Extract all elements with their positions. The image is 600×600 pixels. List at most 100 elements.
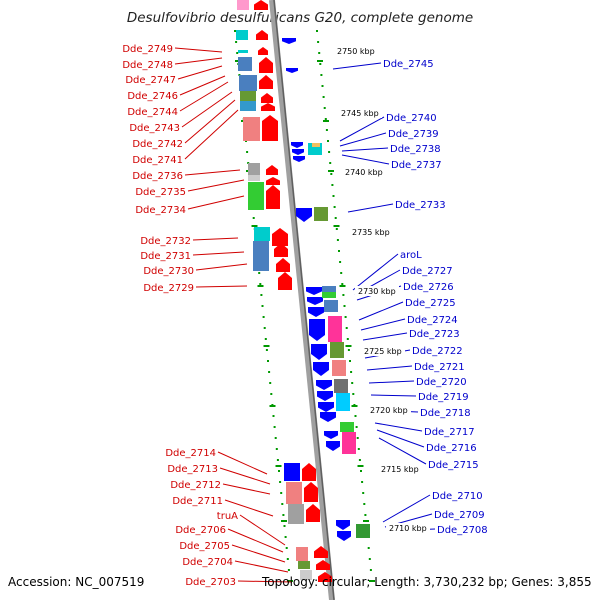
cog-block bbox=[328, 316, 342, 342]
gene-label-right: Dde_2737 bbox=[391, 160, 442, 171]
gene-label-right: Dde_2721 bbox=[414, 362, 465, 373]
tick-mark bbox=[369, 580, 375, 582]
tick-dot bbox=[369, 569, 372, 571]
forward-gene-arrow bbox=[276, 258, 290, 272]
reverse-gene-arrow bbox=[317, 391, 333, 401]
gene-label-right: Dde_2740 bbox=[386, 113, 437, 124]
gene-label-left: Dde_2734 bbox=[135, 205, 186, 216]
reverse-gene-arrow bbox=[306, 287, 322, 295]
reverse-gene-arrow bbox=[291, 142, 303, 148]
tick-dot bbox=[331, 184, 334, 186]
genome-info-text: Topology: circular; Length: 3,730,232 bp… bbox=[262, 575, 592, 589]
leader-line bbox=[339, 116, 385, 142]
tick-dot bbox=[287, 569, 290, 571]
tick-dot bbox=[286, 558, 289, 560]
leader-line bbox=[332, 62, 382, 70]
leader-line bbox=[341, 147, 389, 152]
cog-block bbox=[286, 482, 302, 504]
tick-dot bbox=[350, 371, 353, 373]
scale-label: 2730 kbp bbox=[358, 287, 396, 296]
cog-block bbox=[330, 342, 344, 358]
gene-label-right: Dde_2710 bbox=[432, 491, 483, 502]
scale-label-bg bbox=[349, 227, 393, 237]
tick-dot bbox=[282, 514, 285, 516]
tick-dot bbox=[263, 327, 266, 329]
cog-block bbox=[314, 207, 328, 221]
leader-line bbox=[237, 580, 293, 583]
tick-dot bbox=[358, 459, 361, 461]
leader-line bbox=[219, 467, 271, 485]
gene-label-left: Dde_2742 bbox=[132, 139, 183, 150]
reverse-gene-arrow bbox=[296, 208, 312, 222]
reverse-gene-arrow bbox=[292, 149, 304, 155]
tick-dot bbox=[274, 437, 277, 439]
leader-line bbox=[234, 560, 289, 573]
gene-label-right: Dde_2725 bbox=[405, 298, 456, 309]
tick-dot bbox=[367, 547, 370, 549]
tick-dot bbox=[279, 481, 282, 483]
leader-line bbox=[187, 179, 245, 192]
leader-line bbox=[184, 169, 241, 176]
gene-label-left: Dde_2744 bbox=[127, 107, 178, 118]
tick-mark bbox=[269, 405, 276, 407]
forward-gene-arrow bbox=[278, 272, 292, 290]
backbone-line bbox=[269, 0, 335, 600]
leader-line bbox=[174, 57, 223, 65]
scale-label-bg bbox=[338, 108, 382, 118]
cog-block bbox=[324, 300, 338, 312]
scale-label: 2750 kbp bbox=[337, 47, 375, 56]
gene-label-left: Dde_2741 bbox=[132, 155, 183, 166]
cog-block bbox=[237, 0, 249, 10]
cog-block bbox=[336, 393, 350, 411]
tick-mark bbox=[263, 345, 270, 347]
tick-dot bbox=[262, 316, 265, 318]
gene-label-right: Dde_2733 bbox=[395, 200, 446, 211]
tick-mark bbox=[251, 225, 258, 227]
tick-dot bbox=[328, 151, 331, 153]
gene-label-left: Dde_2747 bbox=[125, 75, 176, 86]
gene-label-left: Dde_2706 bbox=[175, 525, 226, 536]
tick-dot bbox=[346, 338, 349, 340]
leader-line bbox=[231, 544, 286, 563]
leader-line bbox=[217, 451, 268, 475]
cog-block bbox=[356, 524, 370, 538]
tick-dot bbox=[360, 470, 362, 472]
accession-text: Accession: NC_007519 bbox=[8, 575, 145, 589]
forward-gene-arrow bbox=[304, 482, 318, 502]
scale-label-bg bbox=[342, 167, 386, 177]
gene-label-right: Dde_2720 bbox=[416, 377, 467, 388]
forward-gene-arrow bbox=[306, 504, 320, 522]
forward-gene-arrow bbox=[259, 57, 273, 73]
scale-label-bg bbox=[378, 464, 422, 474]
gene-label-right: aroL bbox=[400, 250, 422, 261]
gene-label-left: Dde_2705 bbox=[179, 541, 230, 552]
tick-dot bbox=[284, 536, 287, 538]
leader-line bbox=[358, 301, 404, 321]
leader-line bbox=[382, 494, 431, 523]
reverse-gene-arrow bbox=[309, 319, 325, 341]
leader-line bbox=[195, 263, 248, 271]
leader-line bbox=[227, 528, 284, 553]
gene-label-left: Dde_2735 bbox=[135, 187, 186, 198]
gene-label-right: Dde_2739 bbox=[388, 129, 439, 140]
gene-label-right: Dde_2716 bbox=[426, 443, 477, 454]
scale-label-bg bbox=[386, 523, 430, 533]
tick-dot bbox=[283, 525, 286, 527]
forward-gene-arrow bbox=[266, 165, 278, 175]
tick-mark bbox=[345, 345, 352, 347]
tick-dot bbox=[268, 371, 271, 373]
tick-mark bbox=[275, 465, 282, 467]
tick-dot bbox=[318, 52, 321, 54]
cog-block bbox=[300, 570, 312, 580]
forward-gene-arrow bbox=[316, 560, 330, 570]
reverse-gene-arrow bbox=[307, 297, 323, 305]
cog-block bbox=[248, 175, 260, 181]
leader-line bbox=[362, 332, 408, 341]
tick-dot bbox=[265, 349, 268, 351]
scale-label-bg bbox=[334, 46, 378, 56]
scale-label: 2745 kbp bbox=[341, 109, 379, 118]
leader-line bbox=[339, 132, 387, 147]
reverse-gene-arrow bbox=[337, 531, 351, 541]
reverse-gene-arrow bbox=[316, 380, 332, 390]
reverse-gene-arrow bbox=[282, 38, 296, 44]
